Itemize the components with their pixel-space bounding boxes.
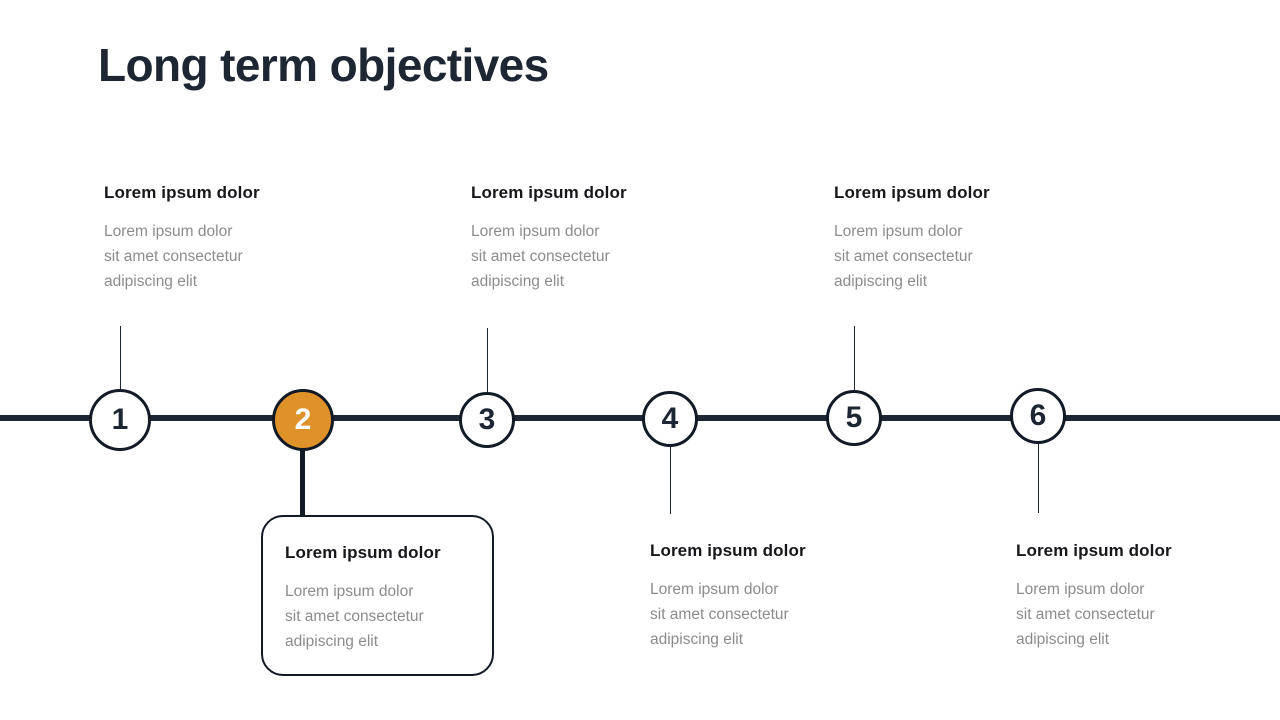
- block-heading-1: Lorem ipsum dolor: [104, 183, 260, 202]
- block-body-line-3: adipiscing elit: [471, 273, 565, 290]
- block-body-line-2: sit amet consectetur: [471, 248, 610, 265]
- node-number-5: 5: [845, 401, 863, 434]
- connector-line-5: [853, 326, 855, 396]
- block-body-line-1: Lorem ipsum dolor: [650, 581, 779, 598]
- block-body-line-3: adipiscing elit: [650, 631, 744, 648]
- block-body-line-1: Lorem ipsum dolor: [834, 223, 963, 240]
- milestone-text-block-2: Lorem ipsum dolor Lorem ipsum dolor sit …: [285, 543, 485, 654]
- connector-stem-2: [300, 445, 305, 520]
- block-body-line-2: sit amet consectetur: [1016, 606, 1155, 623]
- block-body-4: Lorem ipsum dolor sit amet consectetur a…: [650, 577, 900, 652]
- timeline-node-2[interactable]: 2: [272, 389, 334, 451]
- milestone-text-block-5: Lorem ipsum dolor Lorem ipsum dolor sit …: [834, 183, 1084, 294]
- node-number-3: 3: [478, 403, 496, 436]
- timeline-node-5[interactable]: 5: [826, 390, 882, 446]
- block-body-line-1: Lorem ipsum dolor: [104, 223, 233, 240]
- timeline-node-4[interactable]: 4: [642, 391, 698, 447]
- node-number-6: 6: [1029, 399, 1047, 432]
- milestone-text-block-3: Lorem ipsum dolor Lorem ipsum dolor sit …: [471, 183, 721, 294]
- timeline-axis: [0, 415, 1280, 421]
- block-body-line-3: adipiscing elit: [1016, 631, 1110, 648]
- timeline-node-3[interactable]: 3: [459, 392, 515, 448]
- block-body-line-3: adipiscing elit: [834, 273, 928, 290]
- highlighted-callout-box[interactable]: Lorem ipsum dolor Lorem ipsum dolor sit …: [261, 515, 494, 676]
- connector-line-4: [669, 446, 671, 514]
- block-heading-6: Lorem ipsum dolor: [1016, 541, 1172, 560]
- node-number-2: 2: [294, 403, 312, 436]
- block-heading-3: Lorem ipsum dolor: [471, 183, 627, 202]
- block-body-line-1: Lorem ipsum dolor: [1016, 581, 1145, 598]
- block-body-1: Lorem ipsum dolor sit amet consectetur a…: [104, 219, 354, 294]
- block-body-2: Lorem ipsum dolor sit amet consectetur a…: [285, 579, 485, 654]
- block-heading-5: Lorem ipsum dolor: [834, 183, 990, 202]
- block-body-3: Lorem ipsum dolor sit amet consectetur a…: [471, 219, 721, 294]
- milestone-text-block-1: Lorem ipsum dolor Lorem ipsum dolor sit …: [104, 183, 354, 294]
- block-body-line-2: sit amet consectetur: [104, 248, 243, 265]
- milestone-text-block-6: Lorem ipsum dolor Lorem ipsum dolor sit …: [1016, 541, 1266, 652]
- block-body-line-1: Lorem ipsum dolor: [471, 223, 600, 240]
- node-number-4: 4: [661, 402, 679, 435]
- block-body-line-2: sit amet consectetur: [650, 606, 789, 623]
- block-body-line-3: adipiscing elit: [104, 273, 198, 290]
- timeline-node-6[interactable]: 6: [1010, 388, 1066, 444]
- block-heading-4: Lorem ipsum dolor: [650, 541, 806, 560]
- block-body-line-3: adipiscing elit: [285, 633, 379, 650]
- block-body-line-1: Lorem ipsum dolor: [285, 583, 414, 600]
- page-title: Long term objectives: [98, 39, 549, 91]
- block-body-line-2: sit amet consectetur: [285, 608, 424, 625]
- block-heading-2: Lorem ipsum dolor: [285, 543, 441, 562]
- block-body-line-2: sit amet consectetur: [834, 248, 973, 265]
- block-body-5: Lorem ipsum dolor sit amet consectetur a…: [834, 219, 1084, 294]
- milestone-text-block-4: Lorem ipsum dolor Lorem ipsum dolor sit …: [650, 541, 900, 652]
- timeline-node-1[interactable]: 1: [89, 389, 151, 451]
- connector-line-1: [119, 326, 121, 396]
- connector-line-3: [486, 328, 488, 398]
- node-number-1: 1: [111, 403, 129, 436]
- block-body-6: Lorem ipsum dolor sit amet consectetur a…: [1016, 577, 1266, 652]
- connector-line-6: [1037, 443, 1039, 513]
